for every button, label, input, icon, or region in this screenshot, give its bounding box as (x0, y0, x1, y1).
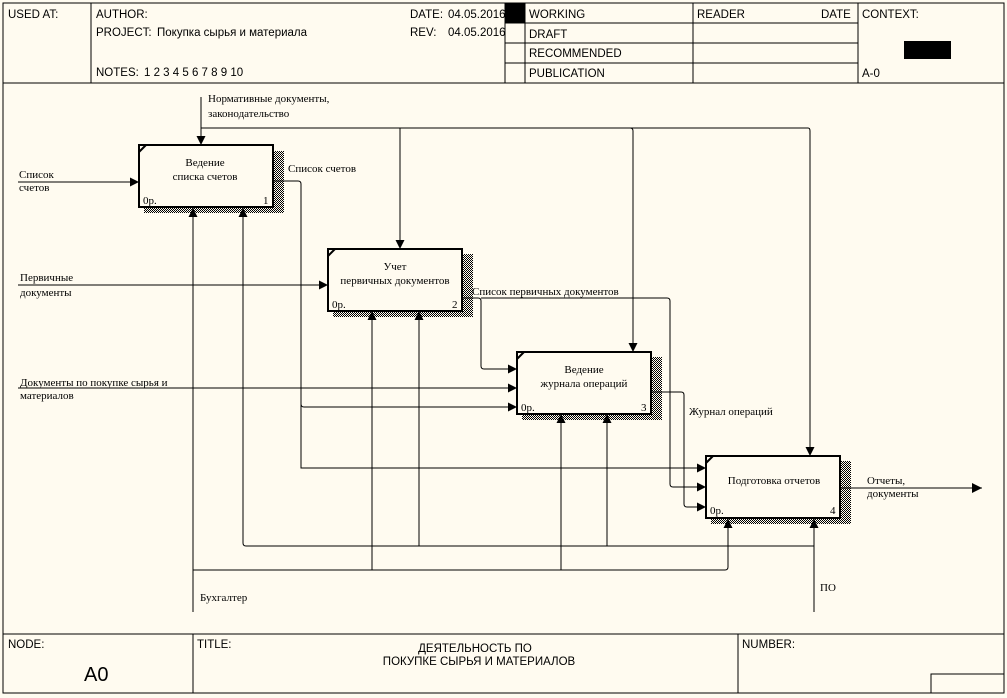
box-2-number: 2 (452, 299, 458, 311)
label-spisok-pervichnyh: Список первичных документов (472, 286, 619, 298)
status-recommended: RECOMMENDED (529, 48, 622, 60)
box-3-title-line1: Ведение (564, 364, 603, 376)
box-4-corner (705, 455, 714, 464)
activity-box-1[interactable]: Ведение списка счетов 0р. 1 (138, 144, 274, 208)
activity-box-2[interactable]: Учет первичных документов 0р. 2 (327, 248, 463, 312)
author-label: AUTHOR: (96, 9, 148, 21)
number-label: NUMBER: (742, 639, 795, 651)
label-otchety-2: документы (867, 488, 919, 500)
activity-box-4[interactable]: Подготовка отчетов 0р. 4 (705, 455, 841, 519)
box-4-cost: 0р. (710, 505, 724, 517)
reader-label: READER (697, 9, 745, 21)
label-spisok-schetov-out: Список счетов (288, 163, 356, 175)
label-spisok-1: Список (19, 169, 54, 181)
used-at-label: USED AT: (8, 9, 58, 21)
label-normative-1: Нормативные документы, (208, 93, 330, 105)
date-value: 04.05.2016 (448, 9, 506, 21)
box-2-title-line2: первичных документов (340, 275, 449, 287)
node-label: NODE: (8, 639, 44, 651)
notes-label: NOTES: (96, 67, 139, 79)
box-3-corner (516, 351, 525, 360)
label-zhurnal: Журнал операций (689, 406, 773, 418)
label-docs-2: материалов (20, 390, 74, 402)
box-1-title-line2: списка счетов (173, 171, 238, 183)
box-3-title-line2: журнала операций (540, 378, 628, 390)
label-otchety-1: Отчеты, (867, 475, 905, 487)
box-1-cost: 0р. (143, 195, 157, 207)
label-docs-1: Документы по покупке сырья и (20, 377, 168, 389)
box-3-cost: 0р. (521, 402, 535, 414)
label-spisok-2: счетов (19, 182, 49, 194)
title-line-2: ПОКУПКЕ СЫРЬЯ И МАТЕРИАЛОВ (383, 656, 576, 668)
context-node: A-0 (862, 68, 880, 80)
rev-label: REV: (410, 27, 436, 39)
label-normative-2: законодательство (208, 108, 290, 120)
arrow-labels: Нормативные документы, законодательство … (19, 93, 919, 604)
node-value: A0 (84, 664, 108, 686)
box-2-title-line1: Учет (383, 261, 406, 273)
box-4-number: 4 (830, 505, 836, 517)
arrow-normative-docs-to-box4 (200, 97, 815, 456)
label-pervichnye-1: Первичные (20, 272, 73, 284)
label-buhgalter: Бухгалтер (200, 592, 248, 604)
title-label: TITLE: (197, 639, 232, 651)
box-2-frame (327, 248, 463, 312)
working-status-marker (505, 3, 525, 23)
arrow-spisok-schetov-to-box4 (273, 180, 706, 473)
arrow-zhurnal-to-box4 (651, 391, 706, 512)
box-1-number: 1 (263, 195, 269, 207)
status-draft: DRAFT (529, 29, 567, 41)
status-publication: PUBLICATION (529, 68, 605, 80)
box-3-frame (516, 351, 652, 415)
arrow-spisok-pervichnyh-to-box3 (462, 297, 517, 374)
context-thumbnail (904, 41, 951, 59)
date-column-label: DATE (821, 9, 851, 21)
arrow-spisok-schetov-to-box3 (300, 402, 517, 412)
status-working: WORKING (529, 9, 585, 21)
box-1-frame (138, 144, 274, 208)
box-1-corner (138, 144, 147, 153)
box-3-number: 3 (641, 402, 647, 414)
date-label: DATE: (410, 9, 443, 21)
arrow-buhgalter-to-box4 (193, 519, 733, 571)
project-value: Покупка сырья и материала (157, 27, 308, 39)
title-line-1: ДЕЯТЕЛЬНОСТЬ ПО (418, 643, 532, 655)
box-2-cost: 0р. (332, 299, 346, 311)
arrows (18, 97, 982, 612)
label-po: ПО (820, 582, 836, 594)
box-4-frame (705, 455, 841, 519)
label-pervichnye-2: документы (20, 287, 72, 299)
box-2-corner (327, 248, 336, 257)
arrow-normative-docs-to-box3 (628, 127, 638, 352)
context-label: CONTEXT: (862, 9, 919, 21)
project-label: PROJECT: (96, 27, 152, 39)
box-4-title-line1: Подготовка отчетов (728, 475, 820, 487)
footer-frame (2, 633, 1005, 694)
rev-value: 04.05.2016 (448, 27, 506, 39)
arrow-po-to-box1 (238, 208, 814, 547)
box-1-title-line1: Ведение (185, 157, 224, 169)
activity-box-3[interactable]: Ведение журнала операций 0р. 3 (516, 351, 652, 415)
notes-numbers: 1 2 3 4 5 6 7 8 9 10 (144, 67, 243, 79)
